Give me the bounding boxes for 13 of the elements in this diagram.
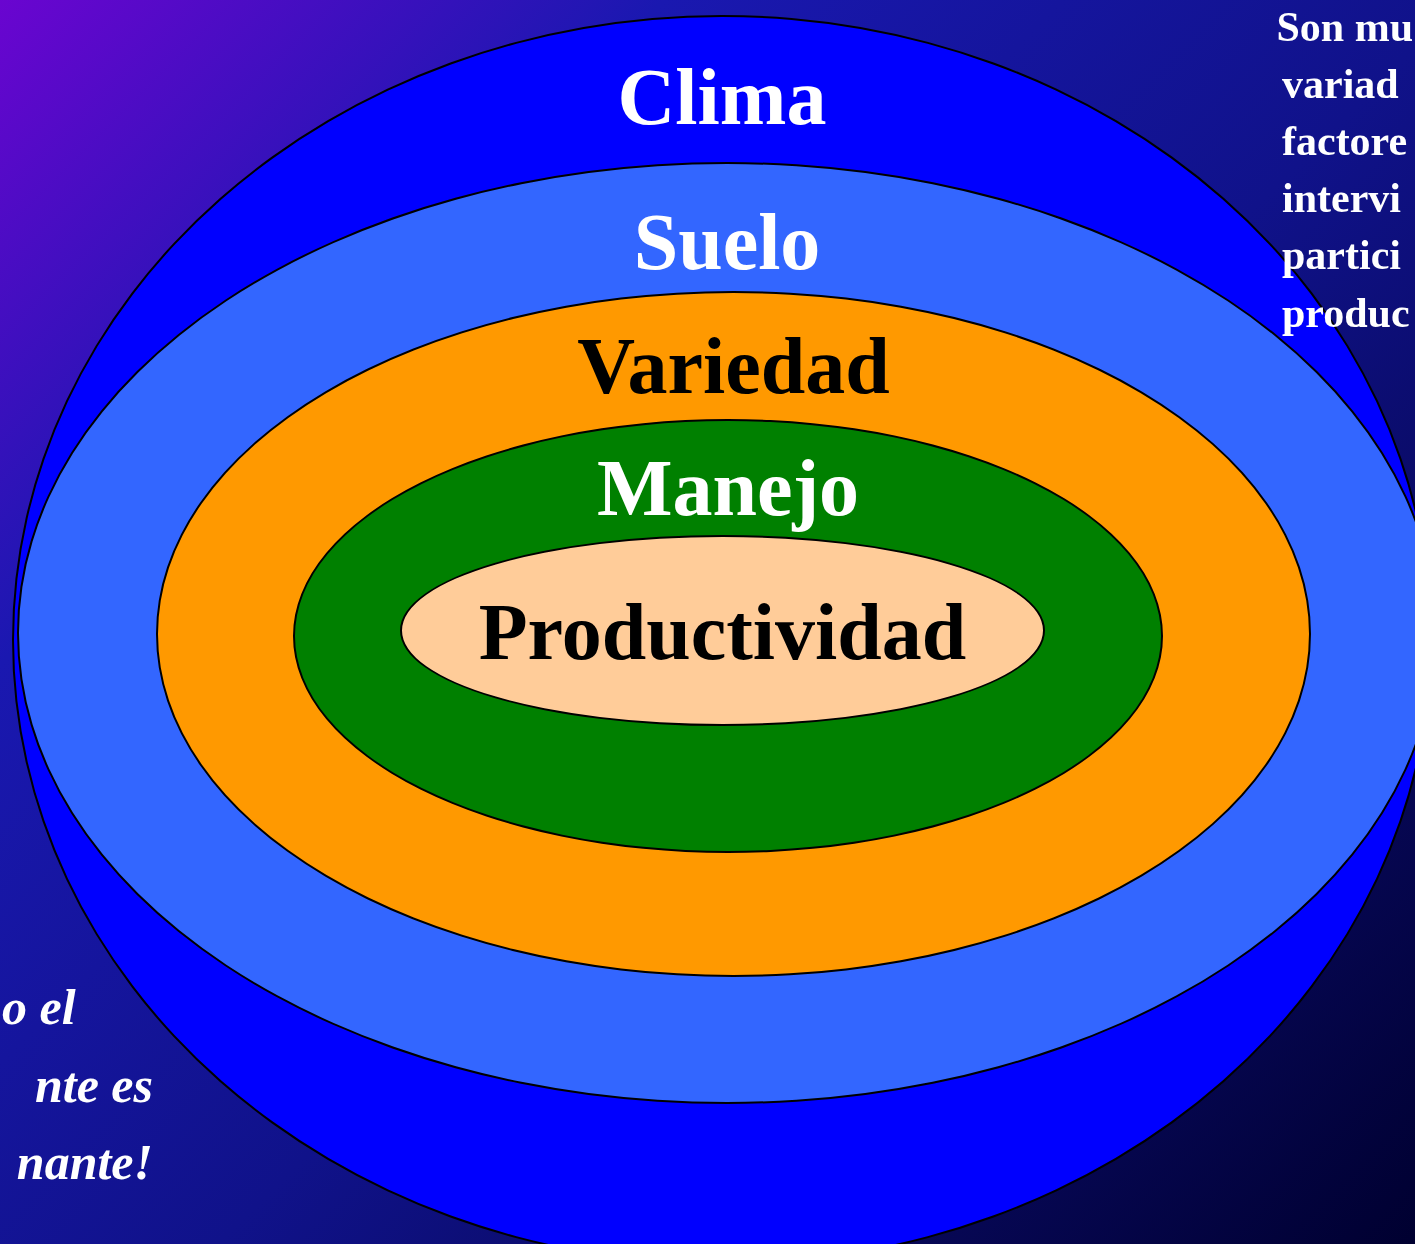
- note-text: factore: [1282, 117, 1408, 166]
- note-text: produc: [1282, 289, 1410, 338]
- note-text: partici: [1282, 231, 1401, 280]
- note-text: Son mu: [1276, 3, 1413, 52]
- note-text: o el: [2, 978, 76, 1037]
- ring-label: Suelo: [633, 202, 821, 282]
- note-text: nante!: [16, 1133, 153, 1192]
- note-text: intervi: [1282, 174, 1401, 223]
- note-text: variad: [1282, 60, 1399, 109]
- ring-label: Clima: [617, 57, 827, 137]
- ring-label: Variedad: [577, 326, 890, 406]
- note-text: nte es: [34, 1056, 153, 1115]
- ring-label: Productividad: [478, 592, 967, 672]
